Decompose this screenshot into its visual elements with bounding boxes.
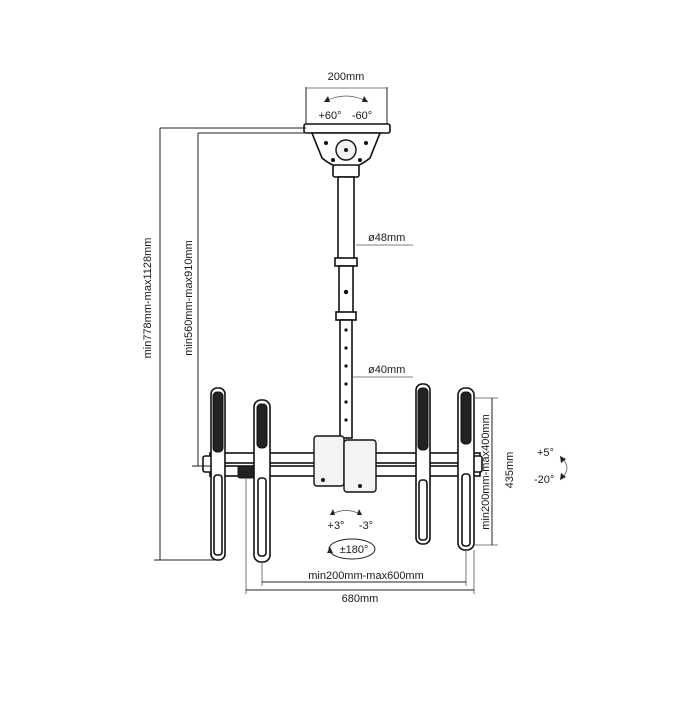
level-arc-icon [329,509,363,516]
bracket-height-label: 435mm [504,452,516,489]
crossbar [202,435,483,493]
ceiling-plate [303,87,391,178]
tilt-arc-icon [559,455,568,481]
level-left-label: +3° [328,520,345,532]
plate-height-label: min200mm-max400mm [480,414,492,530]
pole-height-label: min560mm-max910mm [183,240,195,356]
pole-lower-diameter-label: ø40mm [368,364,405,376]
tilt-down-label: -20° [534,474,554,486]
plate-width-label: min200mm-max600mm [308,570,424,582]
rotate-ellipse-icon [327,538,376,560]
right-bracket-inner [415,383,431,545]
pole-upper-diameter-label: ø48mm [368,232,405,244]
level-right-label: -3° [359,520,373,532]
telescopic-pole [334,176,358,439]
tilt-up-label: +5° [537,447,554,459]
left-bracket-outer [210,387,226,561]
swivel-left-label: +60° [318,110,341,122]
total-height-label: min778mm-max1128mm [142,238,154,359]
swivel-arc-icon [323,95,369,103]
top-width-label: 200mm [328,71,365,83]
rotate-label: ±180° [340,544,369,556]
right-bracket-outer [457,387,475,551]
left-bracket-inner [237,399,271,563]
overall-width-label: 680mm [342,593,379,605]
swivel-right-label: -60° [352,110,372,122]
